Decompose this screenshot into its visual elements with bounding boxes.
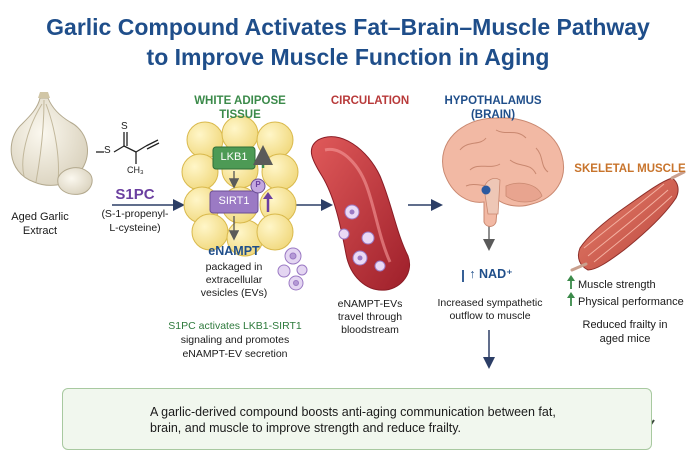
phospho-label: P bbox=[255, 180, 261, 189]
ev-text-line-2: extracellular bbox=[205, 274, 263, 286]
enampt-label: eNAMPT bbox=[208, 244, 260, 258]
adipose-tissue-icon bbox=[181, 115, 299, 257]
adipose-summary-line-3: eNAMPT-EV secretion bbox=[182, 348, 288, 360]
s1pc-structure-icon bbox=[96, 132, 160, 164]
benefit-frailty-line-1: Reduced frailty in bbox=[582, 319, 668, 331]
phospho-icon bbox=[250, 178, 266, 194]
sirt1-box bbox=[209, 190, 259, 214]
lkb1-label: LKB1 bbox=[220, 151, 248, 163]
atom-ch3: CH₃ bbox=[127, 165, 144, 175]
hypothalamus-header-line-1: HYPOTHALAMUS bbox=[444, 95, 542, 107]
s1pc-name: S1PC bbox=[115, 186, 155, 203]
blood-vessel-icon bbox=[310, 136, 410, 291]
hypothalamus-header-line-2: (BRAIN) bbox=[470, 109, 516, 121]
adipose-header-line-1: WHITE ADIPOSE bbox=[194, 95, 286, 107]
hypothalamus-marker bbox=[481, 185, 491, 195]
garlic-icon bbox=[10, 92, 93, 195]
circulation-text-line-1: eNAMPT-EVs bbox=[337, 298, 403, 310]
s1pc-desc-line-2: L-cysteine) bbox=[109, 222, 161, 234]
circulation-text-line-3: bloodstream bbox=[341, 324, 399, 336]
benefit-muscle-strength: Muscle strength bbox=[578, 279, 656, 291]
ev-text-line-3: vesicles (EVs) bbox=[200, 287, 268, 299]
adipose-summary-line-2: signaling and promotes bbox=[180, 334, 290, 346]
sirt1-label: SIRT1 bbox=[218, 195, 250, 207]
hypothalamus-text-line-2: outflow to muscle bbox=[449, 310, 531, 322]
atom-s-left: S bbox=[104, 145, 111, 156]
ev-vesicle-icons bbox=[277, 247, 308, 291]
garlic-label-line-2: Extract bbox=[22, 225, 58, 237]
muscle-header: SKELETAL MUSCLE bbox=[574, 163, 686, 175]
atom-s-top: S bbox=[121, 121, 128, 132]
adipose-header-line-2: TISSUE bbox=[219, 109, 261, 121]
benefit-frailty-line-2: aged mice bbox=[599, 333, 651, 345]
circulation-text-line-2: travel through bbox=[337, 311, 403, 323]
summary-text-line-2: brain, and muscle to improve strength an… bbox=[150, 421, 462, 435]
benefit-physical-performance: Physical performance bbox=[578, 296, 684, 308]
brain-icon bbox=[442, 117, 564, 227]
ev-text-line-1: packaged in bbox=[205, 261, 263, 273]
title-line-2: to Improve Muscle Function in Aging bbox=[146, 44, 550, 70]
nad-label: ↑ NAD⁺ bbox=[469, 267, 513, 281]
summary-text-line-1: A garlic-derived compound boosts anti-ag… bbox=[150, 405, 556, 419]
adipose-summary-line-1: S1PC activates LKB1-SIRT1 bbox=[168, 320, 302, 332]
muscle-icon bbox=[570, 170, 686, 272]
title-line-1: Garlic Compound Activates Fat–Brain–Musc… bbox=[46, 14, 650, 40]
s1pc-desc-line-1: (S-1-propenyl- bbox=[101, 208, 169, 220]
summary-box bbox=[62, 388, 652, 450]
hypothalamus-text-line-1: Increased sympathetic bbox=[437, 297, 543, 309]
circulation-header: CIRCULATION bbox=[330, 95, 410, 107]
garlic-label-line-1: Aged Garlic bbox=[11, 211, 69, 223]
